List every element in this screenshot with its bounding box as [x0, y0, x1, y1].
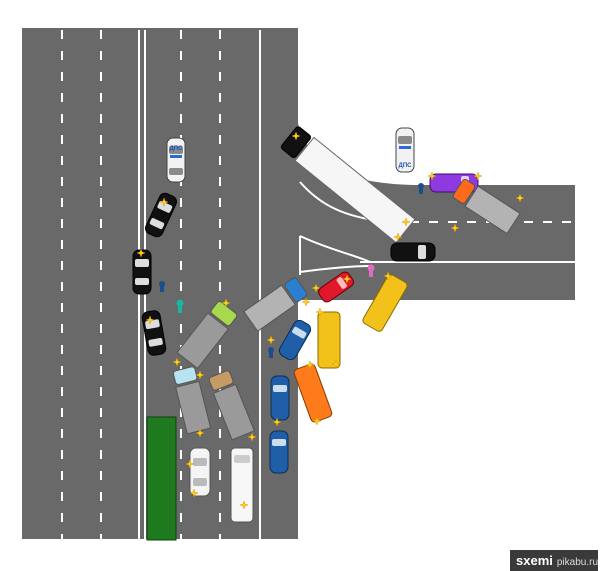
blue-car-3: [269, 430, 289, 474]
black-car-1: [145, 192, 177, 238]
gray-truck-brown-cab: [208, 370, 256, 441]
police-label-right: ДПС: [399, 163, 413, 169]
orange-cab-truck: [452, 178, 521, 235]
green-bus: [146, 416, 177, 541]
blue-cab-truck: [243, 277, 308, 332]
white-van: [230, 447, 254, 523]
pedestrian-2: [176, 299, 184, 313]
pedestrian-5: [418, 183, 424, 194]
white-car-bottom: [189, 447, 211, 497]
police-car-top: [166, 137, 186, 183]
orange-van: [293, 363, 333, 423]
gray-truck-blue-cab: [172, 366, 212, 435]
white-semi-truck: [280, 126, 416, 244]
black-car-2: [132, 249, 152, 295]
watermark-source: pikabu.ru: [556, 557, 598, 568]
side-road-markings: [299, 181, 575, 275]
black-car-3: [141, 310, 167, 356]
pedestrian-3: [268, 347, 274, 358]
yellow-van-2: [362, 274, 408, 332]
black-car-side-road: [390, 242, 436, 262]
pedestrian-4: [367, 264, 375, 277]
yellow-van-1: [317, 311, 341, 369]
police-car-right: ДПС: [395, 127, 415, 173]
blue-car-2: [270, 375, 290, 421]
police-label-top: ДПС: [170, 146, 184, 152]
blue-car-1: [278, 319, 312, 361]
watermark-brand: sxemi: [516, 553, 553, 568]
pedestrian-1: [159, 281, 165, 292]
gray-truck-green-cab: [176, 300, 238, 370]
